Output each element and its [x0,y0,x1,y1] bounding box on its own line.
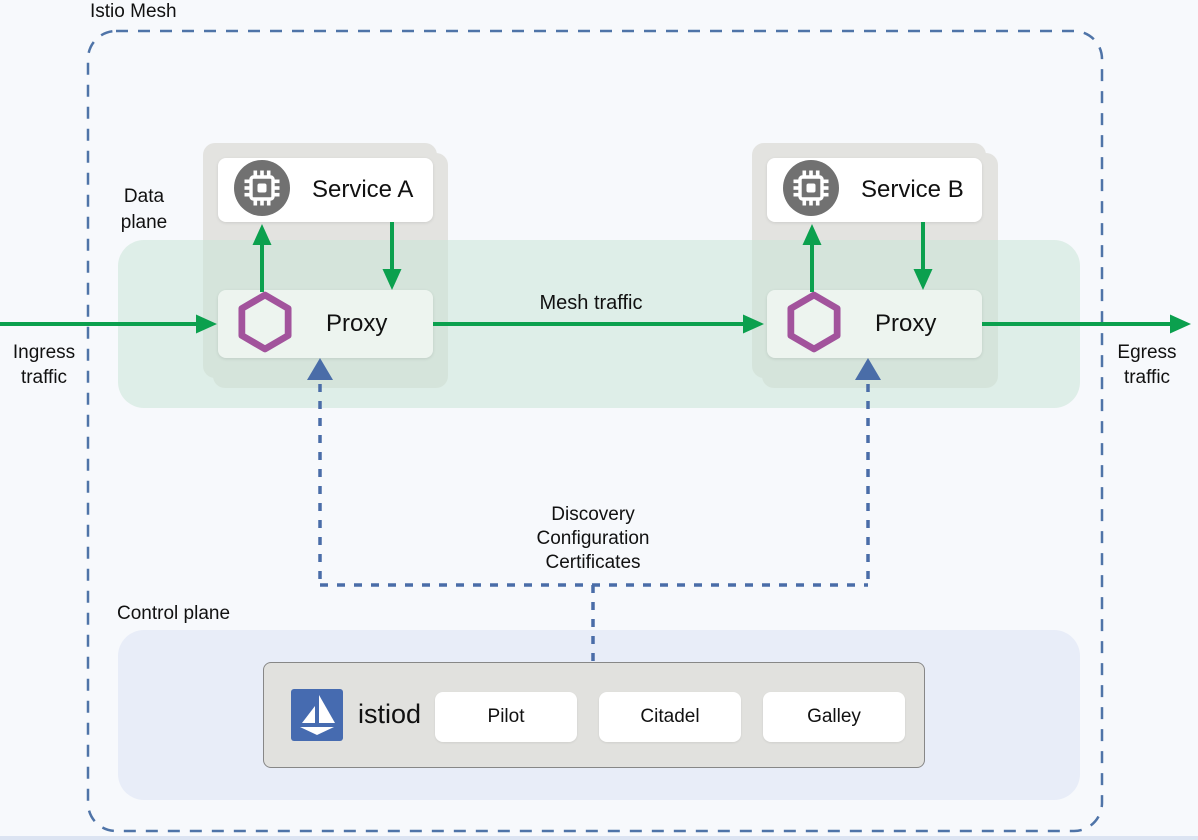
data-plane-label: Data plane [120,186,168,233]
service-b-node: Service B [767,158,982,222]
proxy-b-label: Proxy [875,310,937,337]
egress-traffic-label: Egress traffic [1117,342,1177,388]
window-bottom-edge [0,836,1198,840]
istiod-label: istiod [358,699,422,729]
service-b-label: Service B [861,176,964,203]
ingress-traffic-label: Ingress traffic [12,342,76,388]
component-citadel: Citadel [599,692,741,742]
istio-sailboat-logo [291,689,343,746]
control-plane-label: Control plane [117,603,231,624]
hexagon-icon [787,291,841,358]
proxy-a-node: Proxy [218,290,433,358]
egress-arrowhead [1170,314,1191,334]
chip-icon [234,159,290,221]
config-label: Discovery Configuration Certificates [536,504,650,573]
hexagon-icon [238,291,292,358]
component-galley: Galley [763,692,905,742]
service-a-label: Service A [312,176,414,203]
component-pilot: Pilot [435,692,577,742]
istio-mesh-label: Istio Mesh [90,1,177,22]
proxy-b-node: Proxy [767,290,982,358]
chip-icon [783,159,839,221]
service-a-node: Service A [218,158,433,222]
istiod-node: istiod Pilot Citadel Galley [263,662,925,768]
proxy-a-label: Proxy [326,310,388,337]
mesh-traffic-label: Mesh traffic [539,292,643,314]
